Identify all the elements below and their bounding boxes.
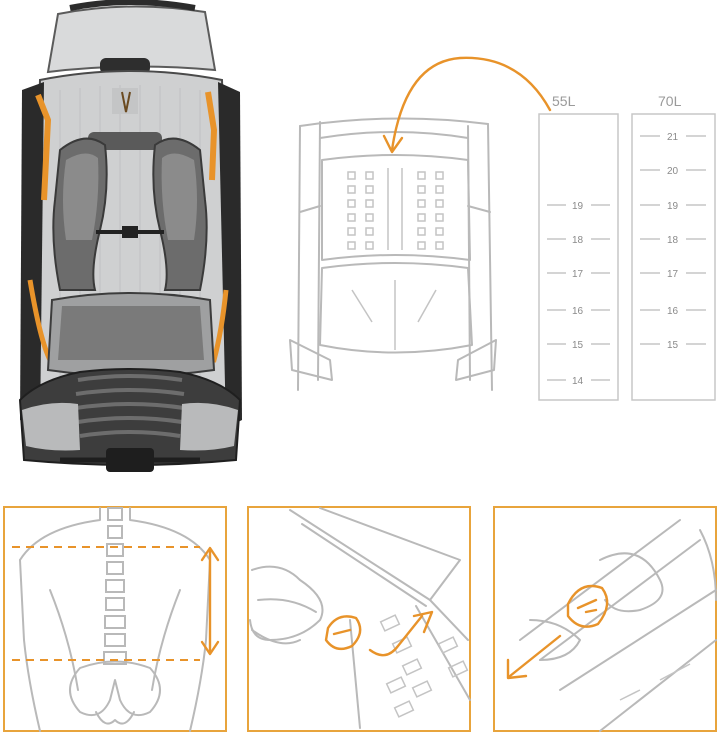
size-label-70l: 70L bbox=[658, 93, 682, 109]
tick-70l-15: 15 bbox=[667, 340, 679, 351]
tick-55l-15: 15 bbox=[572, 340, 584, 351]
tick-55l-17: 17 bbox=[572, 269, 584, 280]
harness-frame-diagram bbox=[289, 117, 497, 391]
pointer-arrow-icon bbox=[382, 56, 552, 154]
backpack-photo bbox=[18, 0, 242, 472]
tick-55l-16: 16 bbox=[572, 306, 584, 317]
tick-55l-19: 19 bbox=[572, 201, 584, 212]
tick-70l-18: 18 bbox=[667, 235, 679, 246]
torso-measure-panel bbox=[3, 506, 227, 732]
size-label-55l: 55L bbox=[552, 93, 576, 109]
tick-70l-19: 19 bbox=[667, 201, 679, 212]
tick-55l-14: 14 bbox=[572, 376, 584, 387]
harness-adjust-panel bbox=[247, 506, 471, 732]
buckle-adjust-panel bbox=[493, 506, 717, 732]
tick-70l-16: 16 bbox=[667, 306, 679, 317]
tick-70l-17: 17 bbox=[667, 269, 679, 280]
size-scale-70l: 70L 21 20 19 18 17 16 15 bbox=[631, 93, 716, 401]
size-scale-55l: 55L 19 18 17 16 15 14 bbox=[538, 93, 619, 401]
tick-55l-18: 18 bbox=[572, 235, 584, 246]
tick-70l-20: 20 bbox=[667, 166, 679, 177]
tick-70l-21: 21 bbox=[667, 132, 679, 143]
